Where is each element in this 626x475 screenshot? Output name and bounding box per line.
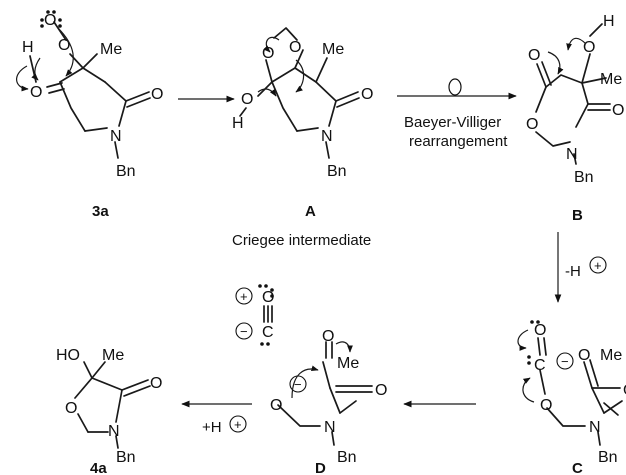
atom-bn-a: Bn (327, 163, 347, 180)
svg-text:+: + (234, 417, 242, 432)
atom-n-a: N (321, 128, 333, 145)
atom-o-oh: O (241, 91, 253, 108)
structure-4a: HO Me O O N Bn (56, 347, 162, 466)
atom-o-ketone: O (30, 84, 42, 101)
atom-o-ether: O (58, 37, 70, 54)
atom-o-carbonyl-b: O (528, 47, 540, 64)
atom-ho-4a: HO (56, 347, 80, 364)
atom-n-b: N (566, 146, 578, 163)
structure-d: O − O Me O N Bn (270, 328, 387, 466)
atom-o-alkoxide-d: O (270, 397, 282, 414)
charge-plus-prot (229, 415, 247, 433)
atom-h-oh: H (232, 115, 244, 132)
atom-h: H (22, 39, 34, 56)
atom-bn-c: Bn (598, 449, 618, 466)
caption-criegee: Criegee intermediate (232, 232, 371, 249)
atom-c-c: C (534, 357, 546, 374)
caption-protonation: +H (202, 419, 222, 436)
atom-o-acyl-d: O (322, 328, 334, 345)
structure-a: O O O H Me O N Bn (232, 27, 373, 180)
atom-me-4a: Me (102, 347, 124, 364)
atom-bn-d: Bn (337, 449, 357, 466)
atom-o-c2: O (540, 397, 552, 414)
atom-me-c: Me (600, 347, 622, 364)
structure-b: O O O H Me O N Bn (526, 13, 624, 186)
reagent-circle (448, 78, 462, 96)
charge-minus-c (556, 352, 574, 370)
caption-bv-2: rearrangement (409, 133, 508, 150)
atom-bn-b: Bn (574, 169, 594, 186)
compound-label-3a: 3a (92, 203, 109, 220)
compound-label-4a: 4a (90, 460, 107, 475)
atom-n-d: N (324, 419, 336, 436)
atom-n-c: N (589, 419, 601, 436)
atom-h-b: H (603, 13, 615, 30)
atom-n-4a: N (108, 423, 120, 440)
atom-o-a2: O (289, 39, 301, 56)
svg-text:−: − (240, 324, 248, 339)
atom-o-c1: O (534, 322, 546, 339)
atom-o-oh-b: O (583, 39, 595, 56)
atom-o-a1: O (262, 45, 274, 62)
charge-minus-co2 (235, 322, 253, 340)
atom-o-amide-c: O (623, 382, 626, 399)
svg-text:−: − (561, 354, 569, 369)
atom-me-d: Me (337, 355, 359, 372)
atom-o-amide: O (151, 86, 163, 103)
svg-text:−: − (294, 377, 302, 392)
compound-label-c: C (572, 460, 583, 475)
atom-o-amide-a: O (361, 86, 373, 103)
atom-c-co2: C (262, 324, 274, 341)
atom-n: N (110, 128, 122, 145)
atom-o-ring-4a: O (65, 400, 77, 417)
atom-bn-4a: Bn (116, 449, 136, 466)
atom-o-acyl-c: O (578, 347, 590, 364)
atom-me-b: Me (600, 71, 622, 88)
structure-c: O C − O O Me O N Bn (517, 320, 626, 466)
svg-text:+: + (240, 289, 248, 304)
carbon-dioxide: O C + − (235, 284, 274, 346)
atom-me-a: Me (322, 41, 344, 58)
atom-o-ring-b: O (526, 116, 538, 133)
compound-label-a: A (305, 203, 316, 220)
caption-deprotonation: -H (565, 263, 581, 280)
compound-label-b: B (572, 207, 583, 224)
caption-bv-1: Baeyer-Villiger (404, 114, 501, 131)
atom-o-peroxy: O (44, 12, 56, 29)
atom-o-amide-d: O (375, 382, 387, 399)
compound-label-d: D (315, 460, 326, 475)
charge-plus-co2 (235, 287, 253, 305)
structure-3a: O O H O Me O N Bn (16, 10, 163, 180)
atom-o-amide-b: O (612, 102, 624, 119)
svg-text:+: + (594, 258, 602, 273)
charge-plus-deprot (589, 256, 607, 274)
atom-o-co2-top: O (262, 289, 274, 306)
atom-bn: Bn (116, 163, 136, 180)
atom-o-amide-4a: O (150, 375, 162, 392)
atom-me: Me (100, 41, 122, 58)
